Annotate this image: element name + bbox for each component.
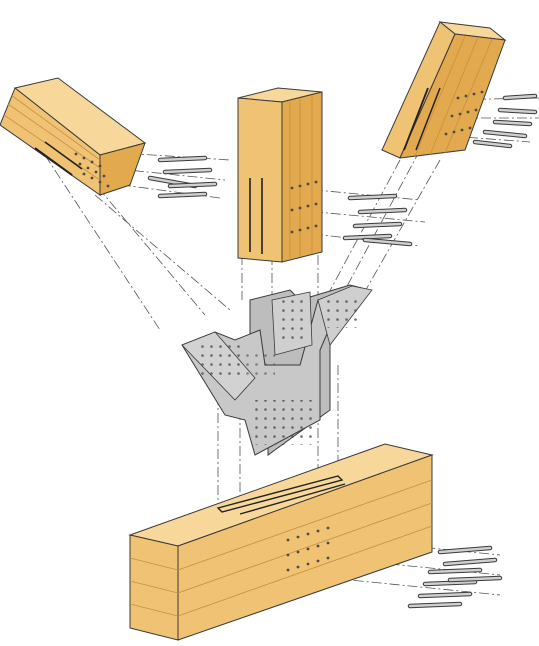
dowel-shaft <box>348 194 397 200</box>
dowel-shaft <box>158 192 207 198</box>
dowel-shaft <box>418 592 472 598</box>
left-diagonal-brace <box>0 77 147 196</box>
dowel-shaft <box>483 130 527 138</box>
dowel-shaft <box>158 156 207 162</box>
fastener-set <box>147 93 538 609</box>
right-diagonal-brace <box>381 21 507 159</box>
dowel-shaft <box>163 168 212 174</box>
horizontal-glulam-beam <box>128 443 434 641</box>
dowel-shaft <box>428 568 482 574</box>
dowel-shaft <box>423 580 477 586</box>
dowel-shaft <box>443 558 497 566</box>
dowel-shaft <box>363 238 412 246</box>
dowel-shaft <box>353 222 402 228</box>
hole-pattern <box>444 90 484 136</box>
dowel-shaft <box>503 94 537 100</box>
dowel-shaft <box>493 120 532 126</box>
hole-pattern <box>290 180 318 234</box>
dowel-shaft <box>473 140 512 148</box>
dowel-shaft <box>408 602 462 608</box>
dowel-shaft <box>448 576 502 582</box>
dowel-shaft <box>438 546 492 554</box>
steel-knife-plate-connector <box>181 284 373 456</box>
hole-pattern <box>74 152 110 188</box>
dowel-shaft <box>168 182 217 188</box>
dowel-shaft <box>498 108 537 114</box>
vertical-post <box>237 87 323 263</box>
dowel-shaft <box>343 234 392 240</box>
dowel-shaft <box>358 208 407 214</box>
hole-pattern <box>286 526 330 572</box>
